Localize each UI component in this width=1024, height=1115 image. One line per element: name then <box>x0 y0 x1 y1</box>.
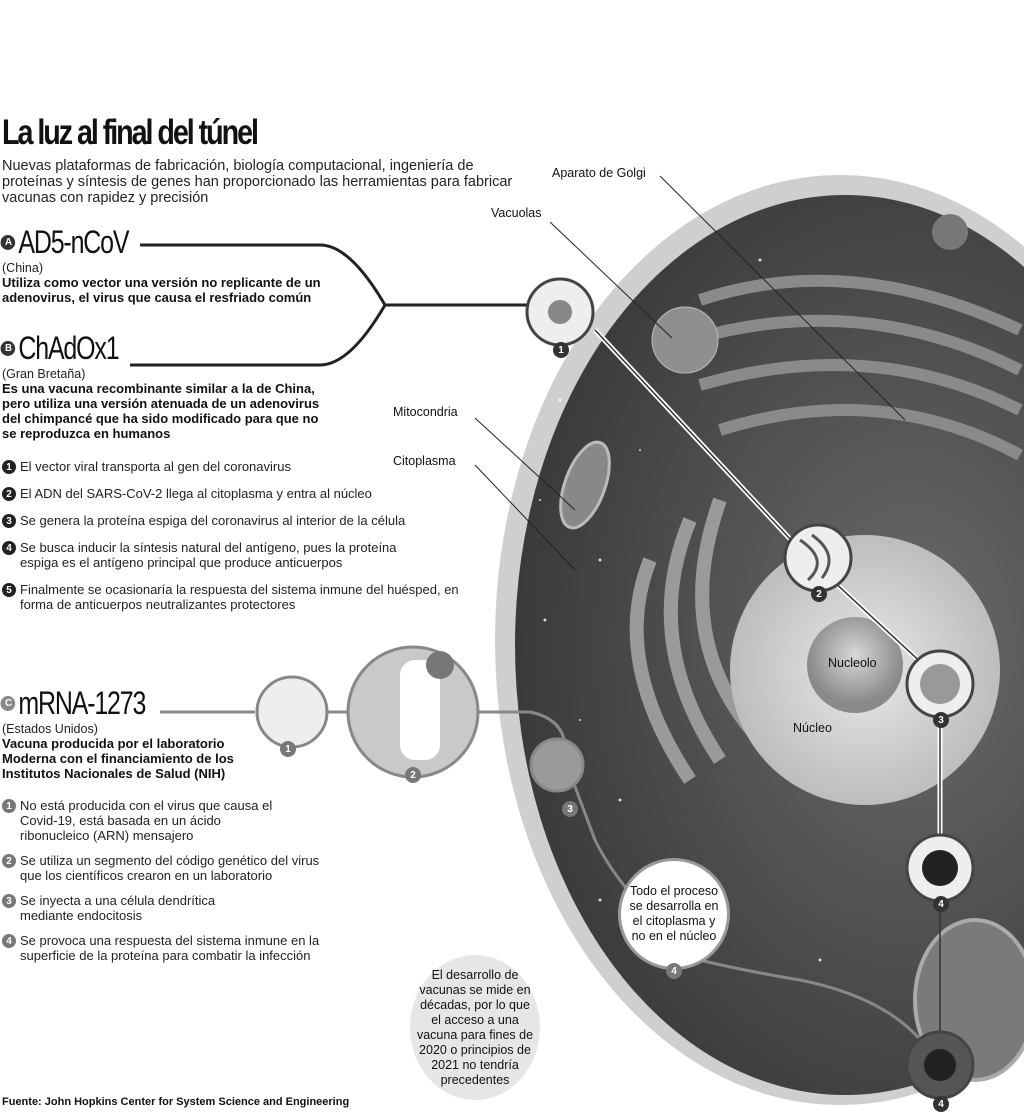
list-item: 3 Se inyecta a una célula dendrítica medi… <box>2 893 222 923</box>
step-text: Se utiliza un segmento del código genéti… <box>20 853 320 883</box>
list-item: 2 El ADN del SARS-CoV-2 llega al citoplas… <box>2 486 462 501</box>
step-text: El vector viral transporta al gen del co… <box>20 459 291 474</box>
vaccine-country: (Gran Bretaña) <box>2 367 86 381</box>
steps-ab-list: 1 El vector viral transporta al gen del c… <box>2 459 462 612</box>
step-number: 4 <box>2 934 16 948</box>
step-number: 3 <box>2 894 16 908</box>
marker-c4: 4 <box>666 963 682 979</box>
intro-text: Nuevas plataformas de fabricación, biolo… <box>2 158 513 206</box>
marker-a4: 4 <box>933 896 949 912</box>
antibody-icon <box>922 850 958 886</box>
cytoplasm-specks <box>539 219 822 962</box>
step-number: 3 <box>2 514 16 528</box>
source-credit: Fuente: John Hopkins Center for System S… <box>2 1096 350 1108</box>
mitochondrion <box>559 440 611 530</box>
label-mitocondria: Mitocondria <box>393 405 458 419</box>
dna-icon <box>799 533 831 582</box>
history-bubble: El desarrollo de vacunas se mide en déca… <box>410 955 540 1100</box>
steps-c-list: 1 No está producida con el virus que caus… <box>2 798 332 963</box>
scientist-figure <box>400 660 440 760</box>
small-vacuole <box>932 214 968 250</box>
vaccine-name: AD5-nCoV <box>18 224 129 260</box>
step-number: 2 <box>2 854 16 868</box>
label-citoplasma: Citoplasma <box>393 454 456 468</box>
step-number: 1 <box>2 460 16 474</box>
list-item: 5 Finalmente se ocasionaría la respuesta … <box>2 582 462 612</box>
label-vacuolas: Vacuolas <box>491 206 542 220</box>
marker-a2: 2 <box>811 586 827 602</box>
step-text: Se provoca una respuesta del sistema inm… <box>20 933 320 963</box>
label-golgi: Aparato de Golgi <box>552 166 646 180</box>
step-number: 5 <box>2 583 16 597</box>
pathway-ab-branch <box>130 243 528 367</box>
badge-c: C <box>0 696 16 711</box>
process-bubble: Todo el proceso se desarrolla en el cito… <box>618 858 730 970</box>
list-item: 1 No está producida con el virus que caus… <box>2 798 292 843</box>
vaccine-country: (China) <box>2 261 43 275</box>
golgi-apparatus <box>688 274 1023 461</box>
list-item: 3 Se genera la proteína espiga del corona… <box>2 513 462 528</box>
vaccine-name: mRNA-1273 <box>18 685 146 721</box>
step-text: Se inyecta a una célula dendrítica media… <box>20 893 216 923</box>
step-text: Finalmente se ocasionaría la respuesta d… <box>20 582 459 612</box>
step-text: Se genera la proteína espiga del coronav… <box>20 513 406 528</box>
virus-icon <box>548 300 572 324</box>
badge-a: A <box>0 235 16 250</box>
coronavirus-icon <box>924 1049 956 1081</box>
marker-c3: 3 <box>562 801 578 817</box>
vaccine-description: Es una vacuna recombinante similar a la … <box>2 381 320 441</box>
label-nucleolo: Nucleolo <box>828 656 877 670</box>
step-circle-dendritic <box>529 737 585 793</box>
step-text: Se busca inducir la síntesis natural del… <box>20 540 397 570</box>
scientist-head <box>426 651 454 679</box>
list-item: 1 El vector viral transporta al gen del c… <box>2 459 462 474</box>
marker-a5: 4 <box>933 1096 949 1112</box>
marker-a1: 1 <box>553 342 569 358</box>
vacuole <box>651 306 719 374</box>
step-number: 4 <box>2 541 16 555</box>
marker-a3: 3 <box>933 712 949 728</box>
page-title: La luz al final del túnel <box>2 113 259 152</box>
badge-b: B <box>0 341 16 356</box>
vaccine-country: (Estados Unidos) <box>2 722 98 736</box>
marker-c2: 2 <box>405 767 421 783</box>
marker-c1: 1 <box>280 741 296 757</box>
vaccine-name: ChAdOx1 <box>18 330 119 366</box>
list-item: 4 Se busca inducir la síntesis natural de… <box>2 540 422 570</box>
protein-icon <box>920 664 960 704</box>
list-item: 2 Se utiliza un segmento del código genét… <box>2 853 332 883</box>
step-text: No está producida con el virus que causa… <box>20 798 273 843</box>
step-text: El ADN del SARS-CoV-2 llega al citoplasm… <box>20 486 372 501</box>
leader-lines <box>474 175 906 571</box>
step-number: 2 <box>2 487 16 501</box>
nucleolus <box>807 617 903 713</box>
vaccine-description: Utiliza como vector una versión no repli… <box>2 275 321 305</box>
vaccine-description: Vacuna producida por el laboratorio Mode… <box>2 736 234 781</box>
list-item: 4 Se provoca una respuesta del sistema in… <box>2 933 332 963</box>
step-circle-mrna <box>255 675 329 749</box>
step-number: 1 <box>2 799 16 813</box>
label-nucleo: Núcleo <box>793 721 832 735</box>
